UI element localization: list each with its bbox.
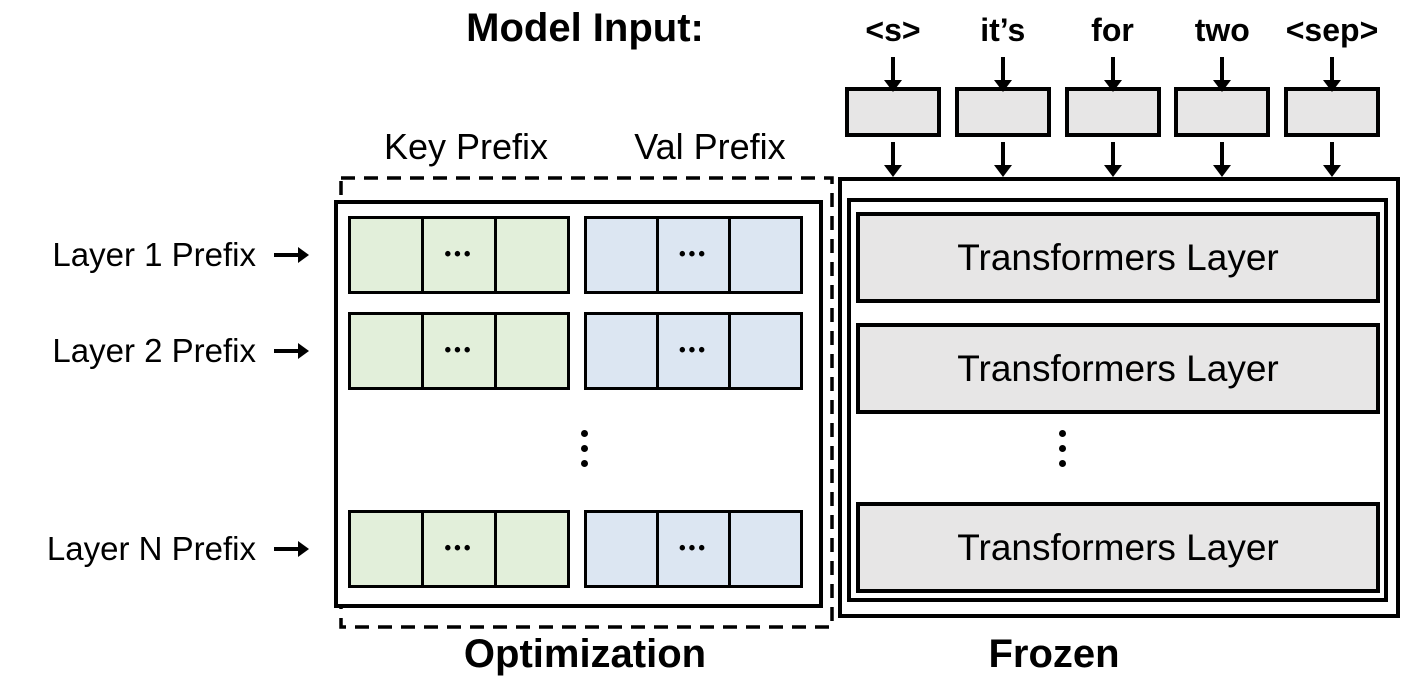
key-prefix-cells: ••• bbox=[348, 312, 570, 390]
tokens-row: <s> it’s for two <sep> bbox=[845, 10, 1380, 166]
down-arrow-icon bbox=[1330, 57, 1334, 81]
prefix-cells-row: ••• ••• bbox=[348, 312, 803, 390]
token-label: it’s bbox=[980, 12, 1026, 48]
embedding-box bbox=[845, 87, 941, 137]
val-prefix-cell: ••• bbox=[656, 510, 731, 588]
token-label: <sep> bbox=[1285, 12, 1379, 48]
layer-prefix-label-row: Layer 2 Prefix bbox=[0, 327, 310, 375]
dot bbox=[1059, 460, 1066, 467]
prefix-cells-row: ••• ••• bbox=[348, 216, 803, 294]
key-prefix-cells: ••• bbox=[348, 510, 570, 588]
vertical-ellipsis-icon bbox=[1059, 430, 1066, 467]
down-arrow-icon bbox=[1110, 142, 1115, 166]
right-arrow-icon bbox=[274, 253, 298, 257]
transformer-layer-box: Transformers Layer bbox=[856, 323, 1380, 414]
layer-prefix-label: Layer N Prefix bbox=[46, 530, 256, 567]
dot bbox=[1059, 445, 1066, 452]
down-arrow-icon bbox=[1000, 142, 1005, 166]
frozen-inner-box bbox=[847, 198, 1388, 602]
dot bbox=[581, 445, 588, 452]
val-prefix-cell bbox=[584, 216, 659, 294]
embedding-box bbox=[954, 87, 1051, 137]
token-column: two bbox=[1174, 10, 1271, 166]
embedding-box bbox=[1064, 87, 1161, 137]
dot bbox=[581, 460, 588, 467]
token-column: for bbox=[1064, 10, 1161, 166]
down-arrow-icon bbox=[1000, 57, 1005, 81]
key-prefix-cell bbox=[348, 510, 424, 588]
val-prefix-cell: ••• bbox=[656, 312, 731, 390]
down-arrow-icon bbox=[891, 142, 895, 166]
down-arrow-icon bbox=[891, 57, 895, 81]
down-arrow-icon bbox=[1220, 142, 1225, 166]
key-prefix-cell: ••• bbox=[421, 216, 497, 294]
token-column: it’s bbox=[954, 10, 1051, 166]
embedding-box bbox=[1284, 87, 1380, 137]
key-prefix-cell bbox=[494, 510, 570, 588]
key-prefix-cell bbox=[348, 216, 424, 294]
token-column: <s> bbox=[845, 10, 941, 166]
layer-prefix-label: Layer 1 Prefix bbox=[52, 236, 256, 273]
optimization-dashed-border bbox=[337, 174, 836, 631]
key-prefix-cell bbox=[348, 312, 424, 390]
val-prefix-cells: ••• bbox=[584, 216, 803, 294]
down-arrow-icon bbox=[1220, 57, 1225, 81]
val-prefix-cell bbox=[584, 312, 659, 390]
prefix-cells-row: ••• ••• bbox=[348, 510, 803, 588]
layer-prefix-label-row: Layer N Prefix bbox=[0, 525, 310, 573]
key-prefix-header: Key Prefix bbox=[383, 126, 549, 167]
dashed-rect bbox=[339, 176, 834, 629]
dot bbox=[1059, 430, 1066, 437]
token-column: <sep> bbox=[1284, 10, 1380, 166]
down-arrow-icon bbox=[1110, 57, 1115, 81]
right-arrow-icon bbox=[274, 349, 298, 353]
dot bbox=[581, 430, 588, 437]
token-label: for bbox=[1091, 12, 1134, 48]
val-prefix-cell bbox=[728, 216, 803, 294]
model-input-title: Model Input: bbox=[466, 6, 704, 50]
key-prefix-cell bbox=[494, 216, 570, 294]
layer-prefix-label: Layer 2 Prefix bbox=[52, 332, 256, 369]
val-prefix-cell bbox=[728, 510, 803, 588]
key-prefix-cell bbox=[494, 312, 570, 390]
val-prefix-cell bbox=[584, 510, 659, 588]
key-prefix-cell: ••• bbox=[421, 312, 497, 390]
transformer-layer-box: Transformers Layer bbox=[856, 212, 1380, 303]
embedding-box bbox=[1174, 87, 1271, 137]
right-arrow-icon bbox=[274, 547, 298, 551]
vertical-ellipsis-icon bbox=[581, 430, 588, 467]
transformer-layer-box: Transformers Layer bbox=[856, 502, 1380, 593]
val-prefix-cell bbox=[728, 312, 803, 390]
key-prefix-cell: ••• bbox=[421, 510, 497, 588]
val-prefix-cells: ••• bbox=[584, 510, 803, 588]
val-prefix-cell: ••• bbox=[656, 216, 731, 294]
down-arrow-icon bbox=[1330, 142, 1334, 166]
optimization-label: Optimization bbox=[463, 632, 707, 676]
key-prefix-cells: ••• bbox=[348, 216, 570, 294]
token-label: two bbox=[1194, 12, 1250, 48]
frozen-label: Frozen bbox=[988, 632, 1120, 676]
token-label: <s> bbox=[865, 12, 921, 48]
val-prefix-cells: ••• bbox=[584, 312, 803, 390]
layer-prefix-label-row: Layer 1 Prefix bbox=[0, 231, 310, 279]
val-prefix-header: Val Prefix bbox=[634, 126, 786, 167]
